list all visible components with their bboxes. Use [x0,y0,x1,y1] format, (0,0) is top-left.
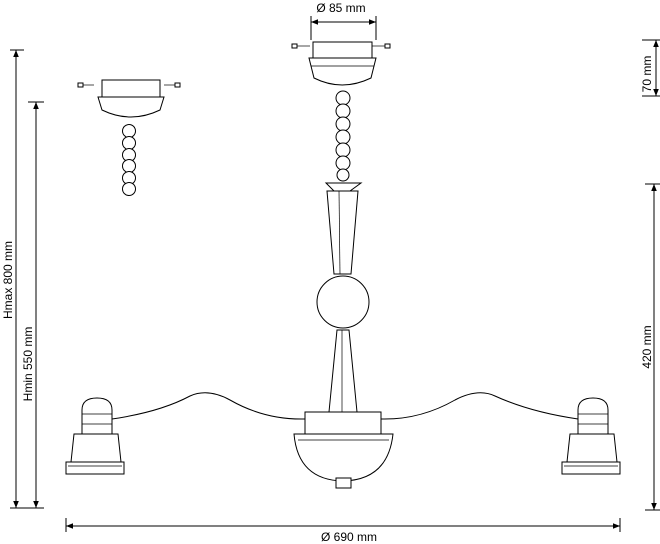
lower-cone [328,329,358,413]
overall-diameter-dimension: Ø 690 mm [65,518,621,544]
center-sphere [316,275,370,329]
bottom-bowl [293,433,394,482]
upper-cone [324,182,363,192]
overall-diameter-label: Ø 690 mm [321,530,377,544]
canopy-diameter-dimension: Ø 85 mm [310,1,377,40]
right-lamp [561,397,621,475]
canopy-height-label: 70 mm [640,56,654,93]
body-height-label: 420 mm [640,325,654,368]
height-min-dimension: Hmin 550 mm [10,101,44,509]
canopy-height-dimension: 70 mm [640,39,660,97]
canopy-detail-view [77,79,181,196]
left-arm [111,392,306,420]
height-min-label: Hmin 550 mm [21,327,35,402]
body-height-dimension: 420 mm [640,183,660,511]
bead-chain [335,90,351,182]
hub-block [304,411,382,435]
ceiling-canopy [312,41,373,59]
chandelier-main-view [65,41,621,489]
height-max-label: Hmax 800 mm [1,241,15,319]
height-max-dimension: Hmax 800 mm [1,49,24,508]
right-arm [380,392,579,420]
left-lamp [65,397,125,475]
canopy-diameter-label: Ø 85 mm [316,1,365,15]
